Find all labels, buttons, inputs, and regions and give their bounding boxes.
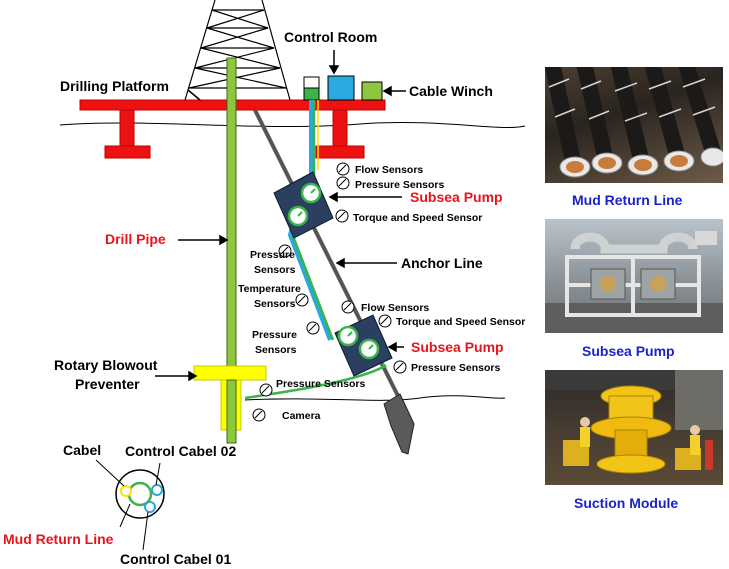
cable-winch-box: [361, 81, 383, 101]
label-control-room: Control Room: [284, 29, 377, 45]
label-pressure-sensors-left-1: Pressure: [250, 249, 295, 261]
label-arrows: [155, 50, 406, 382]
label-temperature-sensors-1: Temperature: [238, 283, 301, 295]
label-cable-winch: Cable Winch: [409, 83, 493, 99]
photo-mud-return-line: [545, 67, 723, 183]
label-drilling-platform: Drilling Platform: [60, 78, 169, 94]
label-temperature-sensors-2: Sensors: [254, 298, 296, 310]
hose-illustration: [545, 67, 723, 178]
suction-module-illustration: [545, 370, 723, 474]
label-pressure-sensors-top: Pressure Sensors: [355, 179, 444, 191]
label-anchor-line: Anchor Line: [401, 255, 483, 271]
cable-cross-section: [95, 459, 165, 551]
label-rotary-bop-1: Rotary Blowout: [54, 357, 158, 373]
seabed-line: [244, 395, 506, 401]
anchor-tip: [383, 393, 415, 455]
control-room-box-green: [303, 87, 320, 101]
label-pressure-sensors-right-bottom: Pressure Sensors: [411, 362, 500, 374]
label-subsea-pump-top: Subsea Pump: [410, 189, 503, 205]
label-pressure-sensors-left-b2: Sensors: [255, 344, 297, 356]
caption-mud-return-line: Mud Return Line: [572, 192, 683, 208]
label-torque-speed-top: Torque and Speed Sensor: [353, 212, 482, 224]
label-subsea-pump-bottom: Subsea Pump: [411, 339, 504, 355]
label-drill-pipe: Drill Pipe: [105, 231, 166, 247]
derrick-tower: [184, 0, 291, 101]
caption-subsea-pump: Subsea Pump: [582, 343, 675, 359]
label-control-cabel-02: Control Cabel 02: [125, 443, 236, 459]
label-mud-return-line: Mud Return Line: [3, 531, 114, 547]
control-room-box: [327, 75, 355, 101]
label-flow-sensors-mid: Flow Sensors: [361, 302, 429, 314]
label-pressure-sensors-left-b1: Pressure: [252, 329, 297, 341]
subsea-pump-lower: [334, 314, 393, 377]
subsea-pump-upper: [273, 171, 334, 239]
label-pressure-sensors-left-2: Sensors: [254, 264, 296, 276]
caption-suction-module: Suction Module: [574, 495, 678, 511]
label-flow-sensors-top: Flow Sensors: [355, 164, 423, 176]
label-torque-speed-bottom: Torque and Speed Sensor: [396, 316, 525, 328]
label-camera: Camera: [282, 410, 321, 422]
sensor-gauges: [252, 162, 407, 422]
photo-suction-module: [545, 370, 723, 485]
label-pressure-sensors-bop: Pressure Sensors: [276, 378, 365, 390]
label-rotary-bop-2: Preventer: [75, 376, 140, 392]
label-cabel: Cabel: [63, 442, 101, 458]
pump-skid-illustration: [545, 231, 723, 333]
label-control-cabel-01: Control Cabel 01: [120, 551, 231, 567]
photo-subsea-pump: [545, 219, 723, 333]
